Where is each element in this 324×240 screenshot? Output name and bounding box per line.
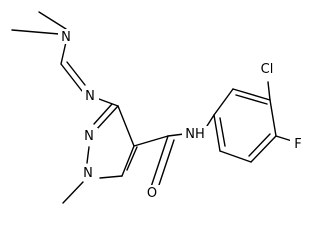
bond-c3-n2-double [93, 103, 113, 125]
bond-c4-carbonyl [133, 135, 169, 147]
atom-n-pyrazole-1: N [83, 166, 93, 181]
bond-ch-nimine [60, 63, 83, 92]
molecule-drawing: N N N N NH O Cl F [11, 11, 306, 204]
bond-ar2-ar3 [232, 88, 271, 101]
bonds [11, 11, 293, 204]
bond-c3-n2 [95, 105, 119, 131]
bond-c4-c3 [117, 105, 135, 147]
bond-ar6-ar1-double [219, 117, 226, 147]
structure-diagram: N N N N NH O Cl F [11, 11, 306, 204]
bond-nh-aryl [206, 114, 215, 127]
bond-n2-n1 [86, 146, 90, 164]
atom-f: F [294, 137, 301, 152]
bond-ar2-ar3-double [235, 94, 268, 105]
bond-ar3-cl [267, 81, 271, 101]
bond-ar4-ar5-double [248, 133, 271, 157]
bond-ar3-ar4 [269, 99, 277, 137]
bond-namine-ch [60, 41, 67, 65]
bond-n1-methyl [62, 181, 84, 204]
bond-ar6-ar1 [213, 114, 221, 152]
bond-c5-c4-double [126, 146, 138, 171]
atom-labels: N N N N NH O Cl F [58, 29, 306, 201]
bond-nme-methyl-top [38, 11, 67, 30]
bond-ch-nimine-double [66, 61, 86, 86]
bond-carbonyl-nh [167, 133, 185, 137]
atom-n-amine: N [61, 30, 71, 45]
bond-c5-c4 [121, 145, 135, 177]
bond-ar4-f [275, 135, 293, 142]
bond-n1-c5 [99, 175, 123, 179]
bond-ar4-ar5 [250, 135, 277, 163]
bond-nimine-c3 [98, 98, 119, 107]
bond-nme-methyl-left [11, 29, 60, 35]
atom-n-imine: N [85, 89, 95, 104]
bond-carbonyl-o-double [156, 139, 175, 192]
atom-n-pyrazole-2: N [84, 129, 94, 144]
atom-nh-amide: NH [185, 127, 205, 142]
bond-ar5-ar6 [219, 150, 252, 163]
bond-carbonyl-o [149, 135, 169, 191]
bond-ar1-ar2 [213, 88, 234, 116]
atom-cl: Cl [261, 62, 274, 77]
atom-o-carbonyl: O [147, 186, 157, 201]
